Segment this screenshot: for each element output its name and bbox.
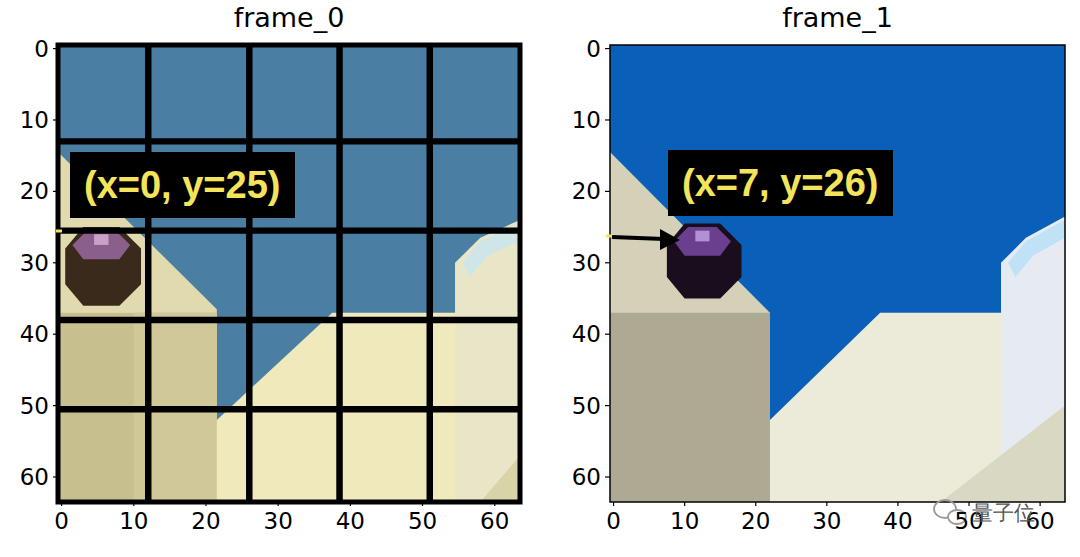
y-tick-label: 10 xyxy=(572,106,601,134)
tick-mark xyxy=(613,502,614,506)
tick-mark xyxy=(605,476,610,477)
tick-mark xyxy=(53,405,58,406)
coordinate-text: (x=0, y=25) xyxy=(84,163,281,207)
x-tick-label: 10 xyxy=(119,507,148,535)
x-tick-label: 50 xyxy=(408,507,437,535)
y-tick-label: 20 xyxy=(20,177,49,205)
tick-mark xyxy=(278,502,279,506)
tick-mark xyxy=(53,119,58,120)
y-tick-label: 30 xyxy=(572,249,601,277)
tick-mark xyxy=(494,502,495,506)
coordinate-box: (x=0, y=25) xyxy=(70,152,295,218)
tick-mark xyxy=(350,502,351,506)
grid-border xyxy=(58,45,520,502)
x-tick-label: 0 xyxy=(54,507,69,535)
tick-mark xyxy=(684,502,685,506)
frame-title: frame_0 xyxy=(234,2,345,34)
tick-mark xyxy=(53,48,58,49)
tick-mark xyxy=(53,476,58,477)
y-tick-label: 10 xyxy=(20,106,49,134)
tick-mark xyxy=(897,502,898,506)
tick-mark xyxy=(755,502,756,506)
x-tick-label: 40 xyxy=(883,507,912,535)
x-tick-label: 0 xyxy=(606,507,621,535)
y-tick-label: 40 xyxy=(20,320,49,348)
tick-mark xyxy=(205,502,206,506)
y-tick-label: 0 xyxy=(586,35,601,63)
tick-mark xyxy=(422,502,423,506)
y-tick-label: 30 xyxy=(20,249,49,277)
tick-mark xyxy=(53,191,58,192)
x-tick-label: 10 xyxy=(670,507,699,535)
coordinate-box: (x=7, y=26) xyxy=(668,150,893,216)
x-tick-label: 20 xyxy=(191,507,220,535)
position-marker xyxy=(56,230,62,233)
y-tick-label: 0 xyxy=(34,35,49,63)
motion-arrow xyxy=(612,237,664,239)
watermark: 量子位 xyxy=(972,500,1035,526)
x-tick-label: 30 xyxy=(264,507,293,535)
tick-mark xyxy=(605,191,610,192)
tick-mark xyxy=(605,262,610,263)
y-tick-label: 20 xyxy=(572,177,601,205)
x-tick-label: 30 xyxy=(812,507,841,535)
x-tick-label: 60 xyxy=(480,507,509,535)
y-tick-label: 60 xyxy=(572,463,601,491)
tick-mark xyxy=(605,405,610,406)
x-tick-label: 40 xyxy=(336,507,365,535)
tick-mark xyxy=(53,262,58,263)
tick-mark xyxy=(605,334,610,335)
y-tick-label: 50 xyxy=(572,392,601,420)
tick-mark xyxy=(605,48,610,49)
axes-border xyxy=(610,45,1065,502)
tick-mark xyxy=(133,502,134,506)
tick-mark xyxy=(61,502,62,506)
coordinate-text: (x=7, y=26) xyxy=(682,161,879,205)
y-tick-label: 40 xyxy=(572,320,601,348)
motion-arrowhead xyxy=(660,229,680,250)
tick-mark xyxy=(53,334,58,335)
tick-mark xyxy=(826,502,827,506)
frame-image xyxy=(58,45,520,502)
frame-title: frame_1 xyxy=(782,2,893,34)
y-tick-label: 50 xyxy=(20,392,49,420)
tick-mark xyxy=(968,502,969,506)
tick-mark xyxy=(1040,502,1041,506)
tick-mark xyxy=(605,119,610,120)
y-tick-label: 60 xyxy=(20,463,49,491)
frame-image xyxy=(610,45,1065,502)
x-tick-label: 20 xyxy=(741,507,770,535)
